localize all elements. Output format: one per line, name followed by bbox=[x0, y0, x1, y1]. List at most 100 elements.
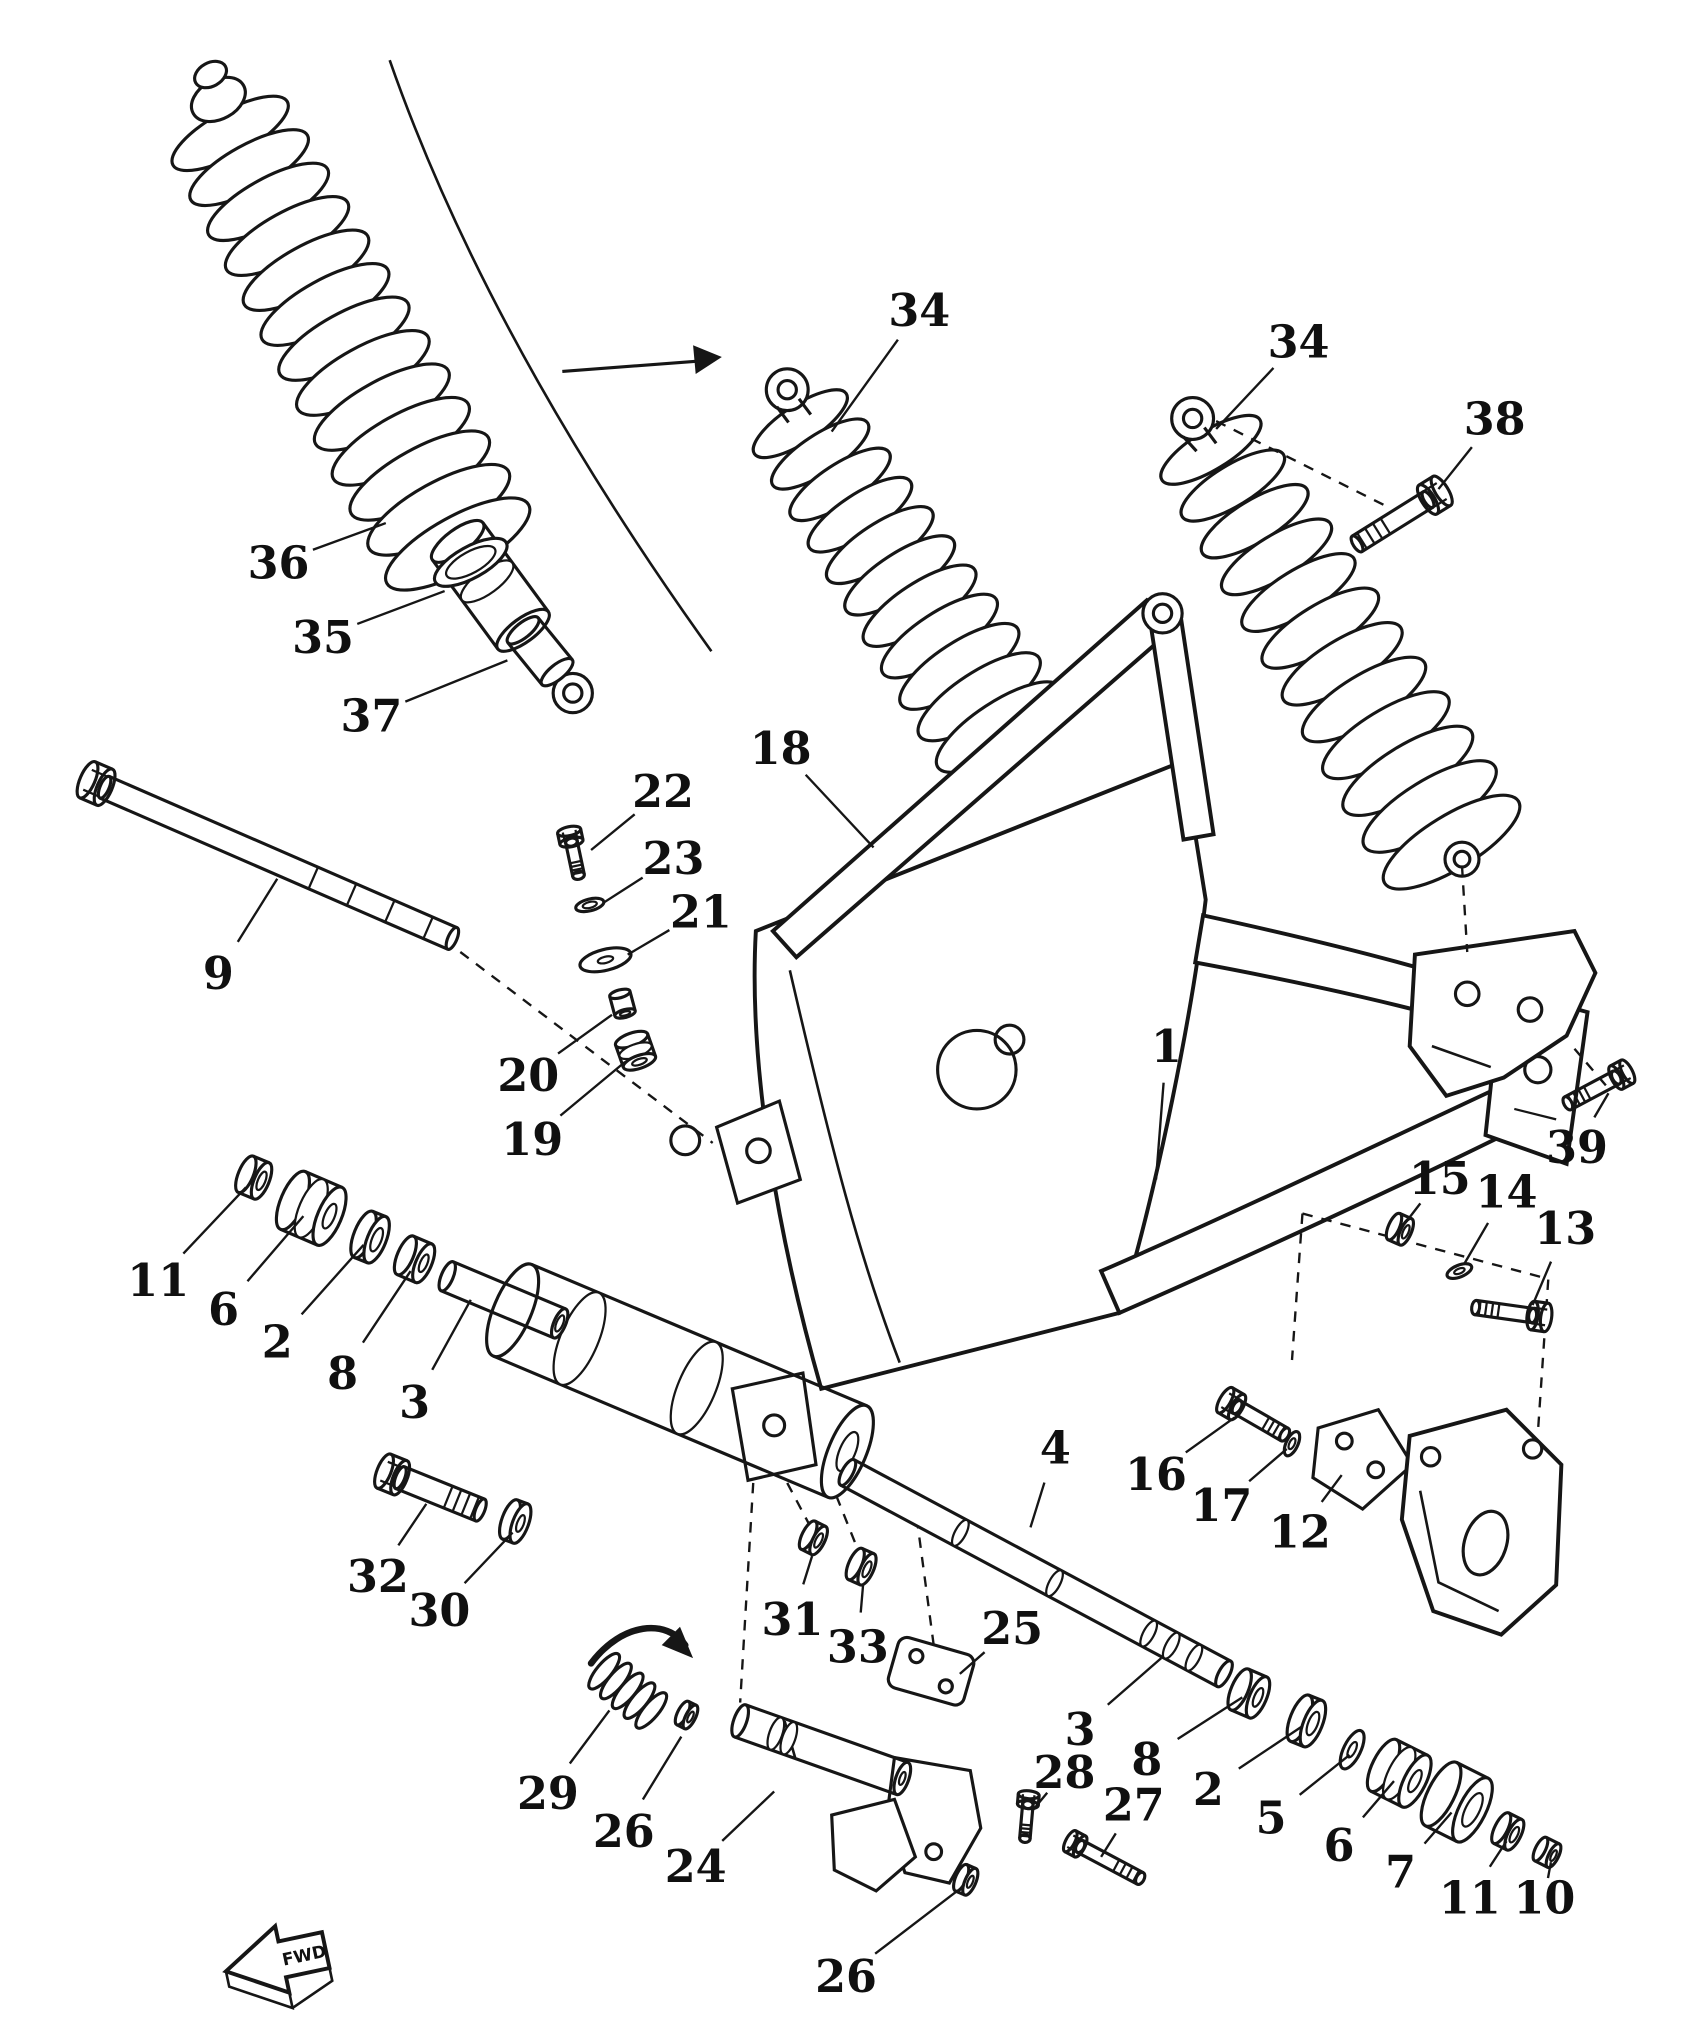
detail-arrowhead-icon bbox=[693, 345, 722, 374]
part-label-37: 37 bbox=[340, 690, 402, 742]
bolt-39 bbox=[1561, 1058, 1637, 1112]
spring-seat-35 bbox=[432, 536, 509, 588]
part-label-38: 38 bbox=[1464, 393, 1526, 445]
leader-line-31 bbox=[802, 1555, 814, 1585]
nut-15 bbox=[1384, 1211, 1416, 1247]
leader-line-1 bbox=[1154, 1082, 1165, 1180]
fwd-arrow-body bbox=[222, 1922, 332, 1996]
plate-hole bbox=[993, 1023, 1026, 1056]
leader-line-17 bbox=[1248, 1448, 1288, 1483]
leader-line-34b bbox=[1215, 367, 1275, 430]
washer-5 bbox=[1338, 1728, 1366, 1771]
leader-line-21 bbox=[627, 929, 670, 956]
shock-absorber-left-36 bbox=[170, 94, 532, 592]
part-label-12: 12 bbox=[1269, 1506, 1331, 1558]
screw-27 bbox=[1061, 1829, 1147, 1887]
leader-line-6a bbox=[246, 1215, 305, 1282]
washer-21 bbox=[578, 946, 633, 974]
leader-line-5 bbox=[1298, 1754, 1351, 1796]
leader-line-11a bbox=[182, 1186, 247, 1255]
hardware-parts-layer bbox=[75, 474, 1637, 1897]
bolt-22 bbox=[556, 824, 586, 882]
part-label-4: 4 bbox=[1040, 1423, 1071, 1475]
part-label-7: 7 bbox=[1385, 1846, 1416, 1898]
bolt-13 bbox=[1470, 1298, 1554, 1334]
part-label-23: 23 bbox=[643, 833, 705, 885]
bearing-8-right bbox=[1226, 1667, 1272, 1720]
part-label-2a: 2 bbox=[262, 1317, 293, 1369]
leader-line-32 bbox=[397, 1503, 428, 1547]
collar-3-left bbox=[437, 1260, 570, 1340]
leader-line-2a bbox=[300, 1244, 365, 1316]
leader-line-2b bbox=[1238, 1725, 1304, 1770]
part-label-22: 22 bbox=[632, 766, 694, 818]
pedal-pivot-shaft-24 bbox=[730, 1703, 913, 1797]
part-label-30: 30 bbox=[408, 1585, 470, 1637]
leader-line-38 bbox=[1437, 446, 1473, 490]
shock-absorber-middle-34 bbox=[751, 388, 1064, 774]
part-label-25: 25 bbox=[981, 1603, 1043, 1655]
part-label-36: 36 bbox=[248, 537, 310, 589]
detail-arrow-line bbox=[562, 359, 702, 373]
leader-line-24 bbox=[721, 1790, 775, 1842]
bolt-38 bbox=[1349, 474, 1454, 554]
leader-line-22 bbox=[590, 813, 636, 851]
part-label-14: 14 bbox=[1476, 1166, 1538, 1218]
part-label-29: 29 bbox=[517, 1768, 579, 1820]
leader-line-10 bbox=[1546, 1861, 1553, 1879]
swingarm-pivot-tube bbox=[485, 1262, 875, 1500]
cup-7 bbox=[1419, 1760, 1494, 1844]
leader-line-35 bbox=[356, 589, 446, 626]
washer-14 bbox=[1445, 1262, 1474, 1280]
spacer-20 bbox=[608, 987, 637, 1020]
leader-line-27 bbox=[1100, 1832, 1117, 1858]
spring-wind-arrow bbox=[587, 1624, 694, 1667]
leader-line-18 bbox=[804, 773, 875, 849]
chain-guide-bracket bbox=[1399, 1407, 1564, 1637]
part-label-27: 27 bbox=[1103, 1780, 1165, 1832]
pivot-bolt-9 bbox=[75, 759, 461, 951]
washer-30 bbox=[497, 1498, 533, 1545]
swingarm-assembly bbox=[669, 592, 1590, 1483]
bolt-32 bbox=[373, 1452, 488, 1523]
part-label-11b: 11 bbox=[1439, 1872, 1501, 1924]
part-label-1: 1 bbox=[1151, 1021, 1182, 1073]
wind-arrowhead-icon bbox=[661, 1626, 694, 1659]
part-label-2b: 2 bbox=[1193, 1764, 1224, 1816]
part-label-6b: 6 bbox=[1324, 1820, 1355, 1872]
leader-line-16 bbox=[1185, 1416, 1236, 1454]
part-label-3a: 3 bbox=[399, 1377, 430, 1429]
leader-line-33 bbox=[859, 1584, 865, 1613]
leader-line-9 bbox=[236, 878, 279, 943]
part-label-39: 39 bbox=[1546, 1122, 1608, 1174]
washer-26-b bbox=[952, 1862, 980, 1897]
shock-top-mounts bbox=[189, 59, 1218, 453]
leader-line-14 bbox=[1463, 1222, 1490, 1264]
leader-line-15 bbox=[1403, 1202, 1422, 1225]
bolt-16 bbox=[1215, 1385, 1292, 1443]
part-label-24: 24 bbox=[665, 1841, 727, 1893]
part-label-34a: 34 bbox=[888, 285, 950, 337]
seal-2-right bbox=[1285, 1693, 1328, 1749]
stopper-block-25 bbox=[886, 1635, 976, 1707]
cutaway-line bbox=[388, 59, 713, 652]
bearing-8-left bbox=[392, 1234, 437, 1285]
leader-line-19 bbox=[559, 1060, 626, 1117]
leader-line-39 bbox=[1593, 1092, 1610, 1118]
part-label-35: 35 bbox=[292, 612, 354, 664]
rear-fender-bracket bbox=[1407, 928, 1598, 1099]
return-spring-29 bbox=[587, 1651, 669, 1730]
part-label-11a: 11 bbox=[127, 1255, 189, 1307]
brake-pedal-assembly-24 bbox=[783, 1720, 983, 1893]
part-label-28: 28 bbox=[1034, 1747, 1096, 1799]
leader-line-12 bbox=[1320, 1474, 1343, 1503]
part-label-5: 5 bbox=[1256, 1793, 1287, 1845]
leader-line-4 bbox=[1029, 1482, 1046, 1528]
leader-line-20 bbox=[557, 1013, 613, 1055]
pivot-shaft-4 bbox=[837, 1457, 1234, 1689]
part-label-31: 31 bbox=[762, 1594, 824, 1646]
leader-line-37 bbox=[404, 659, 508, 703]
part-label-10: 10 bbox=[1513, 1872, 1575, 1924]
shock-lower-boss-37 bbox=[505, 615, 575, 688]
